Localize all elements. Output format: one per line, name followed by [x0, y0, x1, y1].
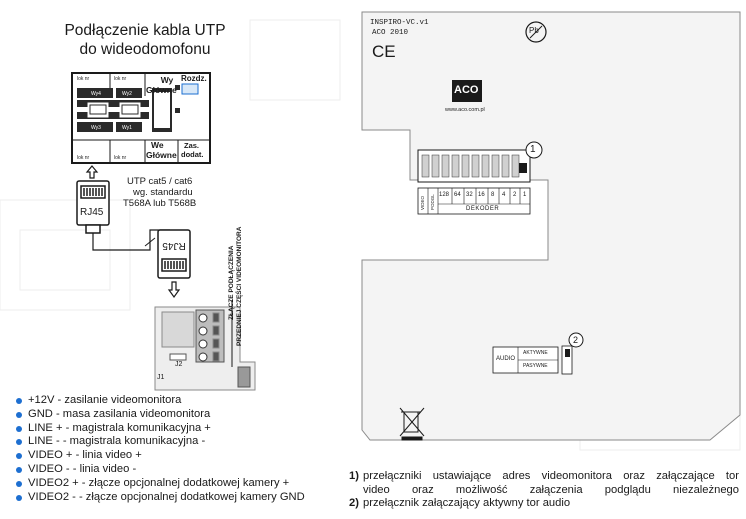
- legend-item: LINE + - magistrala komunikacyjna +: [14, 422, 305, 436]
- note-1-line-1: przełączniki ustawiające adres videomoni…: [363, 470, 739, 482]
- legend-item: LINE - - magistrala komunikacyjna -: [14, 435, 305, 449]
- rj45-right-connector: [157, 229, 191, 279]
- label-rozdz: Rozdz.: [181, 74, 207, 83]
- pb-mark: Pb: [529, 26, 539, 35]
- dip-value: 128: [439, 192, 450, 198]
- label-wy-glowne-2: Główne: [146, 85, 177, 95]
- url-label: www.aco.com.pl: [445, 107, 485, 113]
- rj45-left-label: RJ45: [80, 207, 104, 218]
- weee-bin-icon: [399, 407, 425, 441]
- callout-1: 1: [530, 144, 536, 155]
- label-lok-nr-1: lok nr: [77, 76, 90, 82]
- connector-label-1: ZŁĄCZE PODŁĄCZENIA: [228, 245, 235, 320]
- cable-label-3: T568A lub T568B: [123, 198, 197, 209]
- bullet-icon: [16, 466, 22, 473]
- label-lok-nr-3: lok nr: [77, 155, 90, 161]
- note-1-number: 1): [349, 470, 359, 482]
- dip-value: 1: [523, 192, 527, 198]
- dip-value: 2: [513, 192, 517, 198]
- label-j1: J1: [157, 374, 165, 381]
- arrow-up-icon: [85, 165, 99, 179]
- label-we-glowne-2: Główne: [146, 150, 177, 160]
- dip-label-podgl: PODGL: [430, 194, 435, 210]
- cable-label-2: wg. standardu: [133, 187, 193, 198]
- bullet-icon: [16, 439, 22, 446]
- bullet-icon: [16, 494, 22, 501]
- audio-label: AUDIO: [496, 356, 516, 362]
- bullet-icon: [16, 411, 22, 418]
- label-wy4: Wy4: [91, 91, 101, 97]
- note-1-line-2: video oraz możliwość załączenia podglądu…: [363, 483, 739, 496]
- legend-item: GND - masa zasilania videomonitora: [14, 408, 305, 422]
- label-wy3: Wy3: [91, 125, 101, 131]
- label-wy-glowne-1: Wy: [160, 75, 174, 85]
- legend-item: VIDEO2 + - złącze opcjonalnej dodatkowej…: [14, 477, 305, 491]
- ce-mark: CE: [372, 42, 396, 61]
- label-j2: J2: [175, 361, 183, 368]
- aco-logo: ACO: [454, 84, 479, 96]
- label-lok-nr-4: lok nr: [114, 155, 127, 161]
- device-panel: [361, 11, 741, 441]
- callout-2: 2: [573, 335, 579, 345]
- arrow-down-icon: [167, 281, 181, 299]
- label-zas: Zas.: [184, 141, 200, 150]
- intercom-board: [71, 72, 211, 164]
- pin-legend: +12V - zasilanie videomonitora GND - mas…: [14, 394, 305, 504]
- label-we-glowne-1: We: [151, 140, 164, 150]
- company-year-label: ACO 2010: [372, 29, 409, 37]
- cable-label-1: UTP cat5 / cat6: [127, 176, 193, 187]
- label-dodat: dodat.: [181, 150, 204, 159]
- audio-passive-label: PASYWNE: [523, 363, 548, 369]
- dip-label-dekoder: DEKODER: [466, 206, 500, 212]
- notes: 1) przełączniki ustawiające adres videom…: [349, 470, 739, 511]
- connector-label-2: PRZEDNIEJ CZĘŚCI VIDEOMONITORA: [236, 226, 243, 346]
- bullet-icon: [16, 425, 22, 432]
- model-label: INSPIRO-VC.v1: [370, 19, 429, 27]
- legend-item: VIDEO + - linia video +: [14, 449, 305, 463]
- bullet-icon: [16, 453, 22, 460]
- monitor-board: [154, 300, 256, 391]
- label-wy1: Wy1: [122, 125, 132, 131]
- note-2-number: 2): [349, 497, 359, 510]
- rj45-right-label: RJ45: [162, 240, 186, 251]
- dip-value: 32: [466, 192, 473, 198]
- rj45-left-connector: [76, 180, 110, 234]
- label-lok-nr-2: lok nr: [114, 76, 127, 82]
- dip-value: 8: [491, 192, 495, 198]
- note-2-text: przełącznik załączający aktywny tor audi…: [363, 497, 571, 510]
- legend-item: +12V - zasilanie videomonitora: [14, 394, 305, 408]
- label-wy2: Wy2: [122, 91, 132, 97]
- bullet-icon: [16, 480, 22, 487]
- dip-value: 4: [502, 192, 506, 198]
- dip-value: 64: [454, 192, 461, 198]
- utp-cable: [92, 229, 170, 251]
- bullet-icon: [16, 398, 22, 404]
- page-title: Podłączenie kabla UTP: [64, 22, 226, 39]
- legend-item: VIDEO - - linia video -: [14, 463, 305, 477]
- dip-value: 16: [478, 192, 485, 198]
- page-subtitle: do wideodomofonu: [79, 41, 211, 58]
- cable-mark: [144, 237, 156, 247]
- audio-active-label: AKTYWNE: [523, 350, 548, 356]
- dip-label-video: VIDEO: [420, 195, 425, 210]
- legend-item: VIDEO2 - - złącze opcjonalnej dodatkowej…: [14, 491, 305, 505]
